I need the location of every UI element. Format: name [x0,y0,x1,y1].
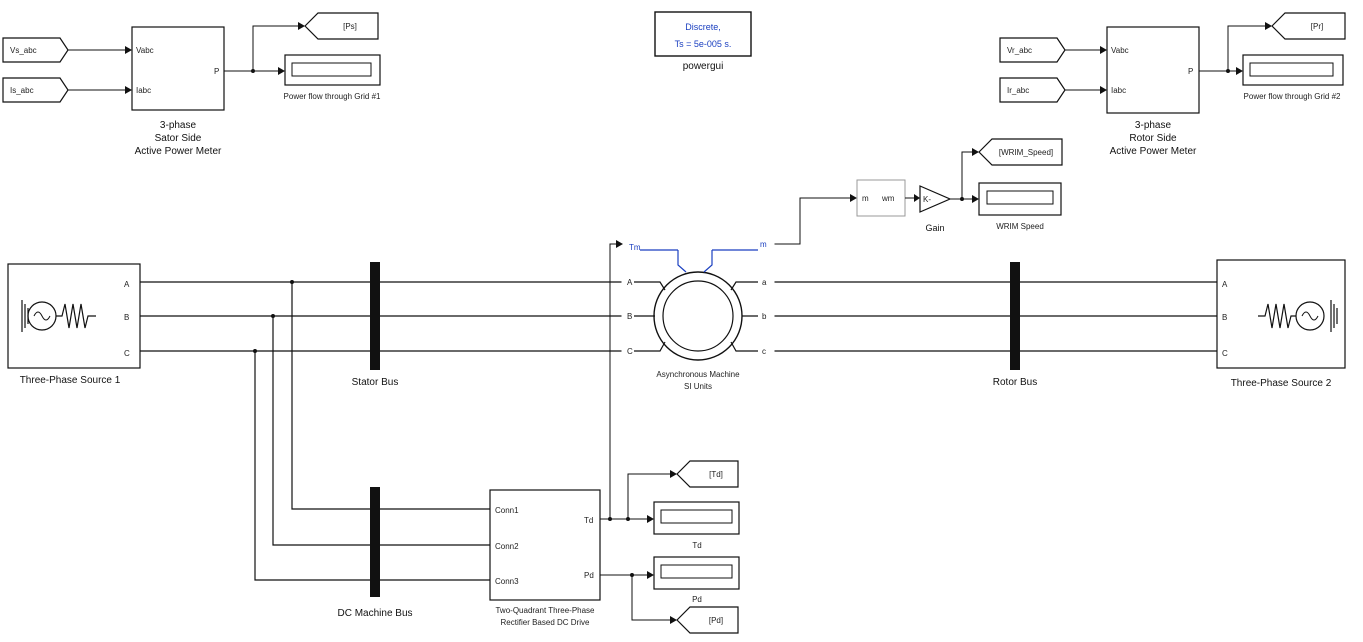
machine-port-a-upper: A [627,278,633,287]
machine-port-a-lower: a [762,278,767,287]
source2-port-c: C [1222,349,1228,358]
dc-drive-label1: Two-Quadrant Three-Phase [495,606,595,615]
stator-meter-title3: Active Power Meter [135,146,222,157]
display-td-label: Td [692,541,701,550]
dc-drive-port-conn3: Conn3 [495,577,519,586]
stator-meter-port-iabc: Iabc [136,86,151,95]
source2-port-b: B [1222,313,1227,322]
goto-tag-ps-label: [Ps] [343,22,357,31]
dc-drive-port-pd: Pd [584,571,594,580]
goto-tag-pd[interactable]: [Pd] [676,606,739,634]
stator-meter-title1: 3-phase [160,120,197,131]
display-power-flow-grid1[interactable] [284,54,381,86]
display-pd-label: Pd [692,595,702,604]
source2-port-a: A [1222,280,1228,289]
from-tag-ir-abc-label: Ir_abc [1007,86,1029,95]
bus-selector-block[interactable]: m wm [856,179,906,217]
rotor-power-meter-block[interactable]: Vabc Iabc P [1106,26,1200,114]
stator-power-meter-block[interactable]: Vabc Iabc P [131,26,225,111]
display-td[interactable] [653,501,740,535]
goto-tag-ps[interactable]: [Ps] [304,12,379,40]
goto-tag-td[interactable]: [Td] [676,460,739,488]
three-phase-source-2[interactable]: A B C [1216,259,1346,369]
source1-port-c: C [124,349,130,358]
machine-port-c-upper: C [627,347,633,356]
goto-tag-pr[interactable]: [Pr] [1271,12,1346,40]
from-tag-vr-abc[interactable]: Vr_abc [999,37,1066,63]
gain-block[interactable]: K- [919,185,952,213]
powergui-line2: Ts = 5e-005 s. [675,39,732,49]
dc-machine-bus[interactable] [370,487,380,597]
machine-port-m: m [760,240,767,249]
three-phase-source-1[interactable]: A B C [7,263,141,369]
powergui-block[interactable]: Discrete, Ts = 5e-005 s. [654,11,752,57]
goto-tag-wrim-speed-label: [WRIM_Speed] [999,148,1053,157]
goto-tag-pd-label: [Pd] [709,616,723,625]
source1-port-b: B [124,313,129,322]
dc-drive-port-td: Td [584,516,593,525]
rotor-meter-title1: 3-phase [1135,120,1172,131]
from-tag-vs-abc[interactable]: Vs_abc [2,37,69,63]
from-tag-is-abc[interactable]: Is_abc [2,77,69,103]
rotor-bus[interactable] [1010,262,1020,370]
machine-port-tm: Tm [629,243,641,252]
stator-meter-port-vabc: Vabc [136,46,154,55]
asynchronous-machine[interactable]: Tm m A B C a b c [621,239,775,365]
dc-drive-port-conn2: Conn2 [495,542,519,551]
machine-port-b-lower: b [762,312,767,321]
display-pd[interactable] [653,556,740,590]
display-wrim-speed-label: WRIM Speed [996,222,1044,231]
display-power-flow-grid1-label: Power flow through Grid #1 [284,92,381,101]
dc-machine-bus-label: DC Machine Bus [337,608,412,619]
from-tag-vr-abc-label: Vr_abc [1007,46,1032,55]
from-tag-ir-abc[interactable]: Ir_abc [999,77,1066,103]
source1-label: Three-Phase Source 1 [20,375,121,386]
dc-drive-block[interactable]: Conn1 Conn2 Conn3 Td Pd [489,489,601,601]
bus-selector-out: wm [881,194,895,203]
display-wrim-speed[interactable] [978,182,1062,216]
dc-drive-label2: Rectifier Based DC Drive [501,618,590,627]
gain-block-text: K- [923,195,931,204]
stator-bus-label: Stator Bus [352,377,399,388]
machine-port-c-lower: c [762,347,766,356]
goto-tag-wrim-speed[interactable]: [WRIM_Speed] [978,138,1063,166]
bus-selector-in: m [862,194,869,203]
rotor-meter-port-iabc: Iabc [1111,86,1126,95]
machine-label2: SI Units [684,382,712,391]
rotor-bus-label: Rotor Bus [993,377,1037,388]
display-power-flow-grid2[interactable] [1242,54,1344,86]
rotor-meter-port-p: P [1188,67,1193,76]
goto-tag-pr-label: [Pr] [1311,22,1323,31]
goto-tag-td-label: [Td] [709,470,723,479]
stator-meter-title2: Sator Side [155,133,202,144]
powergui-line1: Discrete, [685,22,721,32]
source1-port-a: A [124,280,130,289]
powergui-label: powergui [683,61,724,72]
from-tag-vs-abc-label: Vs_abc [10,46,37,55]
source2-label: Three-Phase Source 2 [1231,378,1332,389]
rotor-meter-title3: Active Power Meter [1110,146,1197,157]
dc-drive-port-conn1: Conn1 [495,506,519,515]
gain-label: Gain [925,223,944,233]
machine-label1: Asynchronous Machine [656,370,740,379]
rotor-meter-port-vabc: Vabc [1111,46,1129,55]
stator-bus[interactable] [370,262,380,370]
from-tag-is-abc-label: Is_abc [10,86,34,95]
machine-port-b-upper: B [627,312,632,321]
stator-meter-port-p: P [214,67,219,76]
rotor-meter-title2: Rotor Side [1129,133,1177,144]
display-power-flow-grid2-label: Power flow through Grid #2 [1244,92,1341,101]
